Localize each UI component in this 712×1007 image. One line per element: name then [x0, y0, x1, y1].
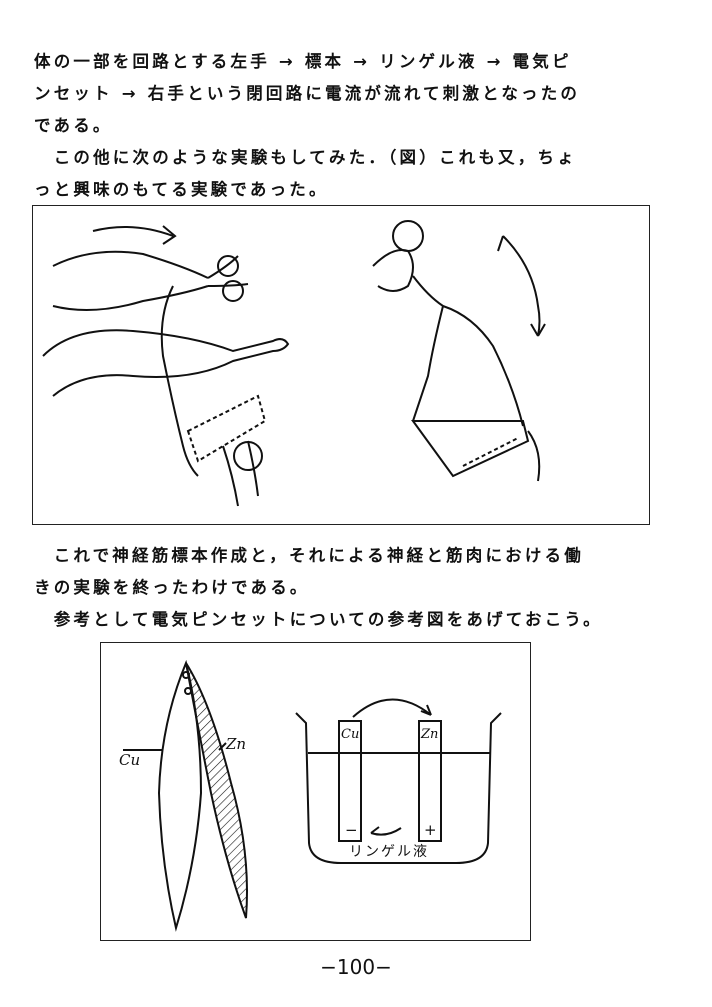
- minus-terminal: −: [345, 821, 358, 839]
- experiment-figure: [32, 205, 650, 525]
- text-line: きの実験を終ったわけである。: [34, 578, 310, 597]
- text-line: 参考として電気ピンセットについての参考図をあげておこう。: [34, 610, 603, 629]
- text-line: この他に次のような実験もしてみた．（図）これも又，ちょ: [34, 148, 577, 167]
- text-line: 体の一部を回路とする左手 → 標本 → リンゲル液 → 電気ピ: [34, 52, 572, 71]
- tweezers-and-cell-diagram: [123, 659, 502, 932]
- plus-terminal: +: [424, 821, 437, 839]
- text-line: これで神経筋標本作成と，それによる神経と筋肉における働: [34, 546, 584, 565]
- text-line: である。: [34, 116, 113, 135]
- label-cu-tweezer: Cu: [119, 751, 141, 769]
- electric-tweezers-figure: Cu Zn Cu Zn − + リンゲル液: [100, 642, 531, 941]
- text-line: っと興味のもてる実験であった。: [34, 180, 329, 199]
- text-line: ンセット → 右手という閉回路に電流が流れて刺激となったの: [34, 84, 581, 103]
- page-number: −100−: [320, 955, 392, 979]
- label-zn-tweezer: Zn: [226, 735, 247, 753]
- solution-label: リンゲル液: [349, 844, 429, 860]
- label-zn-electrode: Zn: [421, 727, 439, 742]
- frog-leg-sketch: [42, 220, 546, 507]
- label-cu-electrode: Cu: [341, 727, 360, 742]
